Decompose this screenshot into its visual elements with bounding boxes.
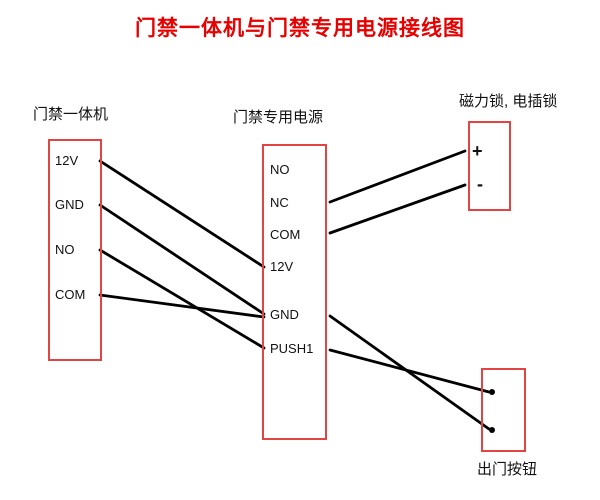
wire-controller-NO-to-power-PUSH1	[98, 248, 266, 350]
power-terminal-12v: 12V	[270, 259, 294, 274]
power-terminal-push1: PUSH1	[270, 341, 314, 356]
controller-box	[48, 139, 102, 361]
wire-power-NC-to-lock-plus	[328, 149, 467, 204]
wire-power-GND-to-button-bottom	[328, 314, 491, 431]
power-box	[262, 144, 327, 440]
controller-terminal-gnd: GND	[55, 197, 84, 212]
controller-terminal-com: COM	[55, 287, 86, 302]
power-terminal-com: COM	[270, 227, 301, 242]
controller-terminal-no: NO	[55, 242, 75, 257]
controller-label: 门禁一体机	[33, 106, 109, 123]
power-label: 门禁专用电源	[233, 109, 324, 126]
lock-box	[468, 121, 511, 211]
lock-label: 磁力锁, 电插锁	[459, 93, 558, 110]
wire-power-PUSH1-to-button-top	[328, 348, 491, 394]
exit-button-terminal-dot-top	[489, 389, 495, 395]
wire-controller-GND-to-power-GND	[98, 203, 266, 316]
power-terminal-nc: NC	[270, 195, 289, 210]
power-terminal-no: NO	[270, 162, 290, 177]
lock-terminal-minus: -	[477, 174, 483, 194]
diagram-title: 门禁一体机与门禁专用电源接线图	[135, 17, 465, 40]
exit-button-label: 出门按钮	[477, 461, 538, 478]
lock-terminal-plus: +	[472, 141, 483, 161]
power-terminal-gnd: GND	[270, 307, 299, 322]
exit-button-box	[481, 368, 526, 452]
wire-controller-12V-to-power-12V	[98, 159, 266, 269]
wire-controller-COM-to-power-GND	[98, 293, 266, 319]
controller-terminal-12v: 12V	[55, 153, 79, 168]
exit-button-terminal-dot-bottom	[489, 427, 495, 433]
wire-power-COM-to-lock-minus	[328, 183, 467, 235]
